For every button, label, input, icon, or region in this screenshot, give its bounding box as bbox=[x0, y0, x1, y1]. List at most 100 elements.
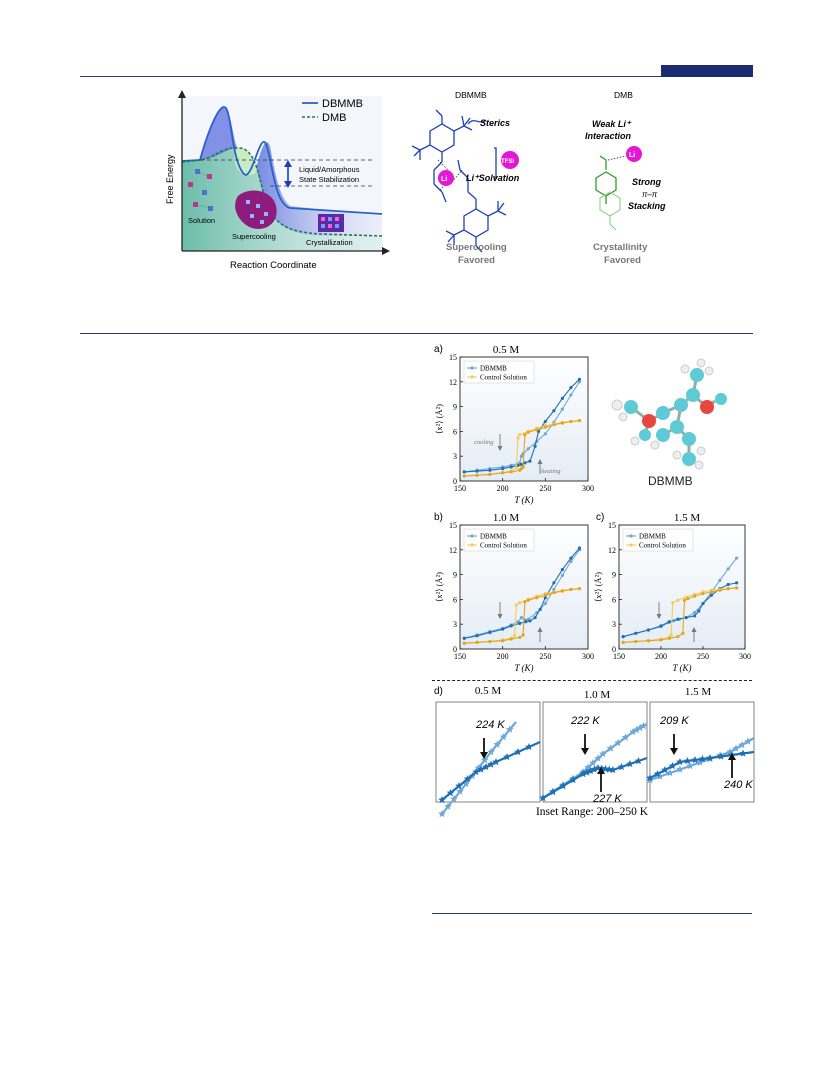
inset-star-marker bbox=[656, 772, 664, 780]
dmb-li-label: Li bbox=[629, 152, 635, 159]
legend-entry: DBMMB bbox=[480, 365, 507, 373]
supercooling-favored-line2: Favored bbox=[458, 255, 495, 266]
data-point bbox=[462, 641, 466, 645]
inset-star-marker bbox=[609, 766, 617, 774]
legend-box bbox=[463, 360, 535, 384]
data-point bbox=[646, 628, 650, 632]
data-point bbox=[552, 587, 556, 592]
weak-li-line1: Weak Li⁺ bbox=[592, 119, 632, 129]
inset-temperature-label: 240 K bbox=[723, 779, 753, 791]
data-point bbox=[516, 436, 520, 440]
data-point bbox=[543, 601, 547, 606]
data-point bbox=[634, 639, 638, 644]
inset-star-marker bbox=[463, 775, 472, 783]
data-point bbox=[577, 546, 582, 550]
y-tick-label: 15 bbox=[608, 521, 616, 530]
crystallinity-favored-line2: Favored bbox=[604, 255, 641, 266]
data-point bbox=[552, 409, 556, 413]
inset-star-marker bbox=[590, 765, 599, 773]
data-point bbox=[726, 587, 730, 591]
data-point bbox=[718, 578, 722, 582]
y-tick-label: 6 bbox=[612, 595, 616, 604]
data-point bbox=[560, 407, 564, 411]
panel-b-title: 1.0 M bbox=[493, 512, 520, 524]
inset-star-marker bbox=[446, 789, 455, 797]
data-point bbox=[659, 624, 663, 628]
legend-marker bbox=[629, 543, 633, 547]
inset-star-marker bbox=[503, 753, 511, 761]
data-point bbox=[521, 465, 525, 469]
data-point bbox=[533, 615, 537, 620]
data-point bbox=[621, 640, 625, 644]
x-axis-label: T (K) bbox=[514, 663, 533, 673]
data-point bbox=[577, 587, 582, 591]
data-point bbox=[735, 581, 739, 585]
inset-1-title: 0.5 M bbox=[475, 685, 502, 697]
x-tick-label: 250 bbox=[539, 484, 551, 493]
data-point bbox=[735, 586, 739, 590]
data-point bbox=[518, 635, 522, 640]
crystal-icon bbox=[318, 214, 344, 232]
inset-star-marker bbox=[601, 765, 610, 773]
legend-marker bbox=[470, 366, 474, 370]
inset-star-marker bbox=[539, 794, 547, 802]
data-point bbox=[475, 640, 479, 644]
y-tick-label: 9 bbox=[453, 571, 457, 580]
data-point bbox=[577, 419, 582, 423]
data-point bbox=[501, 627, 505, 631]
dbmmb-molecule-model bbox=[611, 358, 727, 470]
panel-d-caption: Inset Range: 200–250 K bbox=[536, 806, 649, 818]
inset-star-marker bbox=[450, 795, 458, 803]
inset-star-marker bbox=[614, 739, 622, 747]
legend-entry: Control Solution bbox=[480, 542, 527, 550]
crystallinity-favored-line1: Crystallinity bbox=[593, 242, 648, 253]
dmb-structure: DMB Weak Li⁺ Interaction Li Strong π–π S… bbox=[585, 90, 666, 266]
inset-frame bbox=[649, 701, 755, 803]
x-tick-label: 150 bbox=[613, 652, 625, 661]
data-point bbox=[514, 603, 518, 607]
data-point bbox=[535, 596, 539, 600]
panel-d-tag: d) bbox=[434, 686, 443, 697]
inset-star-marker bbox=[621, 733, 630, 741]
inset-star-marker bbox=[455, 782, 463, 790]
dbmmb-li-label: Li bbox=[441, 176, 447, 183]
inset-arrow-head bbox=[597, 767, 605, 774]
inset-star-marker bbox=[732, 744, 740, 752]
inset-star-marker bbox=[477, 765, 485, 773]
data-point bbox=[519, 454, 524, 458]
header-tab bbox=[661, 65, 753, 77]
data-point bbox=[701, 601, 705, 606]
inset-arrow-head bbox=[581, 748, 589, 755]
x-tick-label: 300 bbox=[739, 652, 751, 661]
inset-arrow-head bbox=[480, 752, 488, 759]
y-axis-label: ⟨x²⟩ (Å²) bbox=[434, 404, 444, 434]
supercooling-label: Supercooling bbox=[232, 232, 276, 241]
inset-temperature-label: 209 K bbox=[659, 715, 689, 727]
data-point bbox=[709, 593, 713, 597]
data-point bbox=[569, 559, 573, 563]
data-point bbox=[488, 468, 492, 472]
panel-b-tag: b) bbox=[434, 512, 443, 523]
data-point bbox=[671, 601, 675, 605]
inset-star-marker bbox=[606, 744, 615, 752]
inset-star-marker bbox=[653, 770, 662, 778]
inset-star-marker bbox=[636, 724, 644, 732]
y-tick-label: 15 bbox=[449, 353, 457, 362]
data-point bbox=[501, 467, 505, 471]
y-tick-label: 0 bbox=[453, 477, 457, 486]
inset-arrow-head bbox=[728, 753, 736, 760]
series-line bbox=[464, 420, 580, 477]
data-point bbox=[669, 633, 673, 637]
inset-star-marker bbox=[456, 787, 464, 795]
header-rule bbox=[80, 76, 753, 77]
data-point bbox=[526, 447, 530, 451]
inset-star-marker bbox=[632, 726, 641, 734]
data-point bbox=[523, 433, 527, 437]
data-point bbox=[676, 598, 680, 602]
data-point bbox=[684, 615, 688, 620]
inset-star-marker bbox=[462, 780, 470, 788]
x-tick-label: 300 bbox=[582, 484, 594, 493]
inset-star-marker bbox=[438, 796, 446, 804]
data-point bbox=[676, 635, 680, 639]
section-rule bbox=[80, 333, 753, 334]
